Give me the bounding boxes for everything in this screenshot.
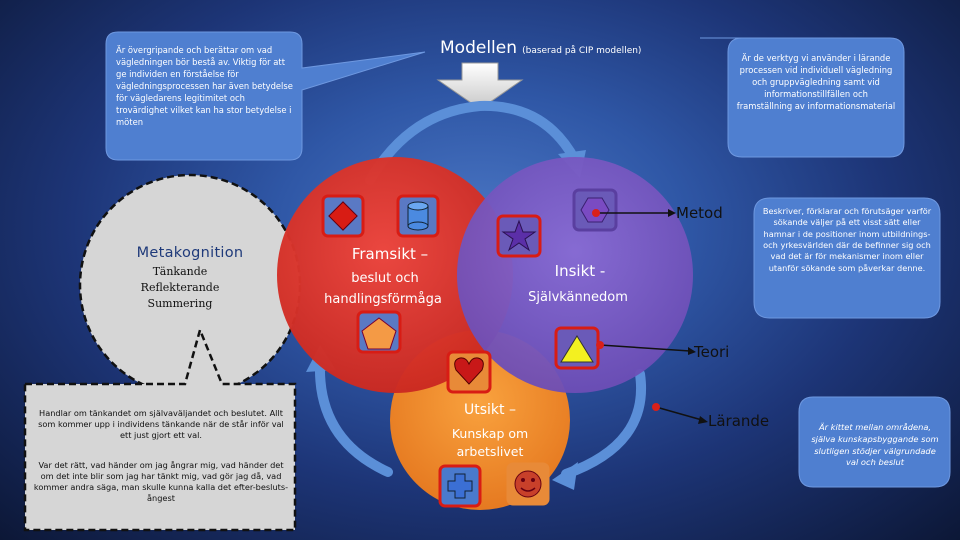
framsikt-title: Framsikt – (351, 245, 429, 263)
teori-label: Teori (694, 343, 730, 361)
callout-top-left-shape (105, 31, 426, 161)
note-box-shape (23, 326, 297, 532)
callout-top-right-shape (700, 37, 905, 158)
insikt-title: Insikt - (554, 262, 606, 280)
cycle-arrow-right (561, 369, 646, 479)
insikt-sub1: Självkännedom (528, 290, 628, 305)
callout-bottom-right-shape (798, 396, 951, 488)
metakognition-line2: Reflekterande (140, 281, 220, 294)
metakognition-line3: Summering (147, 297, 213, 310)
framsikt-sub1: beslut och (351, 271, 419, 286)
utsikt-sub1: Kunskap om (451, 426, 529, 441)
metakognition-heading: Metakognition (136, 245, 244, 261)
blue-cross-icon (447, 473, 473, 499)
orange-pentagon-icon (361, 317, 397, 350)
note-box-para1: Handlar om tänkandet om självaväljandet … (38, 408, 284, 441)
callout-right-middle-text: Beskriver, förklarar och förutsäger varf… (762, 206, 932, 273)
callout-top-left-text: Är övergripande och berättar om vad vägl… (116, 45, 293, 127)
cycle-arrow-left (314, 360, 393, 477)
red-diamond-icon (328, 201, 358, 231)
metod-label: Metod (676, 204, 723, 222)
utsikt-title: Utsikt – (464, 402, 516, 418)
yellow-triangle-icon (560, 335, 594, 363)
callout-right-middle-shape (753, 197, 941, 319)
utsikt-sub2: arbetslivet (456, 444, 524, 459)
cycle-arrow-top (365, 100, 580, 185)
callout-top-right-text: Är de verktyg vi använder i lärande proc… (736, 53, 896, 111)
larande-label: Lärande (708, 412, 770, 430)
page-title: Modellen (baserad på CIP modellen) (440, 38, 641, 58)
down-arrow-icon (436, 62, 524, 110)
larande-connector (655, 406, 703, 421)
heart-icon (454, 357, 484, 385)
title-sub: (baserad på CIP modellen) (522, 46, 642, 56)
smiley-icon (514, 470, 542, 498)
metakognition-line1: Tänkande (152, 265, 208, 278)
teori-connector (599, 344, 691, 352)
framsikt-sub2: handlingsförmåga (324, 292, 442, 307)
note-box-para2: Var det rätt, vad händer om jag ångrar m… (33, 460, 289, 504)
cylinder-icon (407, 201, 429, 231)
callout-bottom-right-text: Är kittet mellan områdena, själva kunska… (811, 422, 939, 468)
title-main: Modellen (440, 38, 517, 58)
purple-star-icon (501, 219, 537, 252)
